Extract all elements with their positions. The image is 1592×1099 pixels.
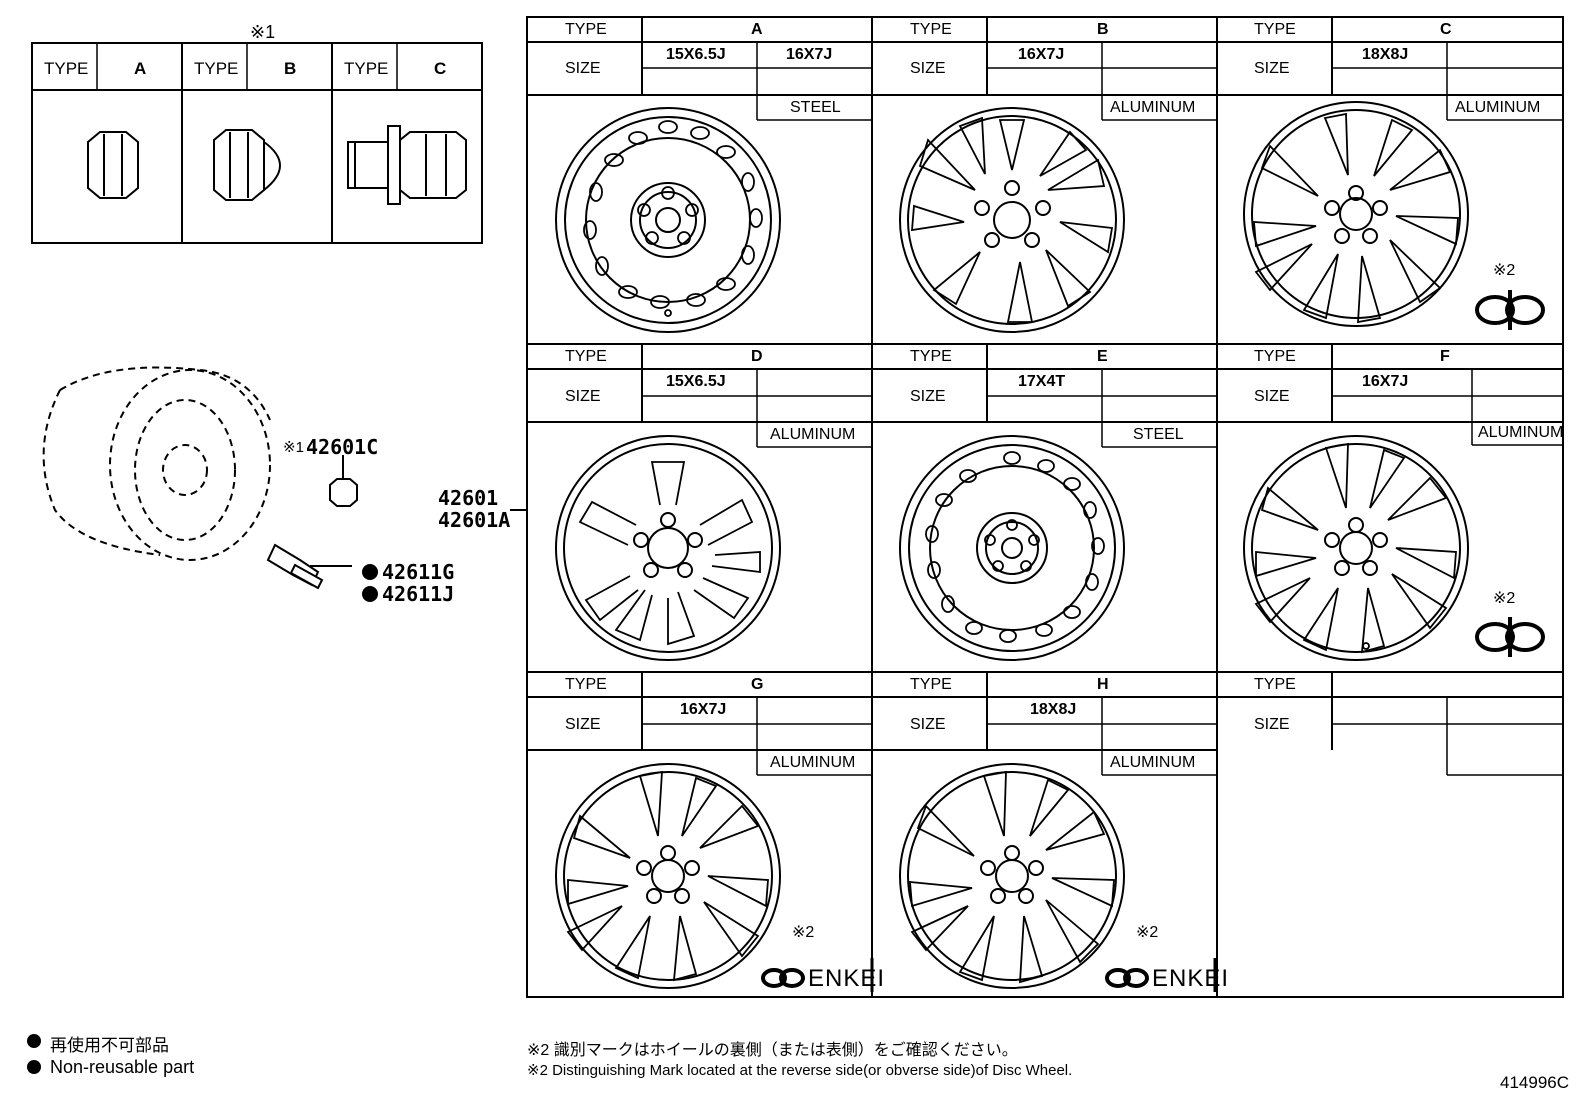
- nut-type-label-c: TYPE: [344, 59, 389, 78]
- wheel-type-label: TYPE: [910, 348, 952, 365]
- nut-type-label-b: TYPE: [194, 59, 239, 78]
- nut-c-icon: [347, 125, 467, 205]
- nut-type-c: C: [434, 59, 447, 78]
- wheel-type-f: F: [1440, 348, 1450, 365]
- part-number-valve-2: 42611J: [382, 582, 455, 606]
- wheel-size-label: SIZE: [1254, 388, 1290, 405]
- valve-icon: [266, 543, 352, 590]
- wheel-assembly-icon: [42, 366, 271, 561]
- wheel-b-material: ALUMINUM: [1110, 99, 1196, 116]
- nut-table-note-mark: ※1: [250, 22, 276, 42]
- part-number-wheel-1: 42601: [438, 486, 499, 510]
- wheel-type-g: G: [751, 676, 764, 693]
- wheel-a-material: STEEL: [790, 99, 841, 116]
- wheel-h-icon: [899, 763, 1125, 989]
- distinguishing-mark-icon: [1475, 617, 1545, 657]
- wheel-type-h: H: [1097, 676, 1109, 693]
- bullet-icon: [362, 564, 378, 580]
- wheel-g-brand: ENKEI: [808, 965, 886, 992]
- wheel-e-icon: [899, 435, 1125, 661]
- wheel-c-icon: [1243, 101, 1469, 327]
- nut-note-mark: ※1: [283, 439, 304, 456]
- wheel-size-label: SIZE: [910, 716, 946, 733]
- wheel-type-label: TYPE: [1254, 676, 1296, 693]
- wheel-h-material: ALUMINUM: [1110, 754, 1196, 771]
- wheel-type-label: TYPE: [1254, 21, 1296, 38]
- wheel-h-brand: ENKEI: [1152, 965, 1230, 992]
- legend-jp: 再使用不可部品: [50, 1036, 169, 1055]
- wheel-type-label: TYPE: [565, 348, 607, 365]
- wheel-c-size-1: 18X8J: [1362, 46, 1409, 63]
- legend-bullet-icon: [27, 1060, 41, 1074]
- part-number-valve-1: 42611G: [382, 560, 455, 584]
- wheel-d-icon: [555, 435, 781, 661]
- part-number-nut: 42601C: [306, 435, 379, 459]
- wheel-size-label: SIZE: [910, 60, 946, 77]
- footnote-jp: ※2 識別マークはホイールの裏側（または表側）をご確認ください。: [527, 1042, 1018, 1059]
- wheel-type-a: A: [751, 21, 763, 38]
- wheel-size-label: SIZE: [565, 388, 601, 405]
- wheel-type-label: TYPE: [1254, 348, 1296, 365]
- lug-nut-icon: [329, 455, 358, 507]
- wheel-e-material: STEEL: [1133, 426, 1184, 443]
- nut-type-b: B: [284, 59, 297, 78]
- nut-type-label-a: TYPE: [44, 59, 89, 78]
- legend-en: Non-reusable part: [50, 1057, 195, 1077]
- wheel-size-label: SIZE: [910, 388, 946, 405]
- wheel-size-label: SIZE: [1254, 716, 1290, 733]
- wheel-b-icon: [899, 107, 1125, 333]
- enkei-logo-icon: [1105, 968, 1149, 988]
- wheel-type-d: D: [751, 348, 763, 365]
- wheel-a-size-1: 15X6.5J: [666, 46, 726, 63]
- wheel-f-icon: [1243, 435, 1469, 661]
- wheel-type-label: TYPE: [910, 21, 952, 38]
- wheel-b-size-1: 16X7J: [1018, 46, 1065, 63]
- distinguishing-mark-icon: [1475, 290, 1545, 330]
- nut-a-icon: [87, 131, 139, 199]
- wheel-h-mark: ※2: [1136, 924, 1159, 941]
- wheel-size-label: SIZE: [565, 60, 601, 77]
- wheel-f-material: ALUMINUM: [1478, 424, 1564, 441]
- wheel-type-c: C: [1440, 21, 1452, 38]
- wheel-e-size-1: 17X4T: [1018, 373, 1066, 390]
- wheel-c-material: ALUMINUM: [1455, 99, 1541, 116]
- wheel-type-label: TYPE: [565, 21, 607, 38]
- nut-type-table: [31, 42, 483, 244]
- wheel-g-size-1: 16X7J: [680, 701, 727, 718]
- wheel-a-icon: [555, 107, 781, 333]
- wheel-h-size-1: 18X8J: [1030, 701, 1077, 718]
- footnote-en: ※2 Distinguishing Mark located at the re…: [527, 1062, 1073, 1079]
- wheel-d-size-1: 15X6.5J: [666, 373, 726, 390]
- wheel-c-mark: ※2: [1493, 262, 1516, 279]
- enkei-logo-icon: [761, 968, 805, 988]
- diagram-id: 414996C: [1500, 1073, 1570, 1092]
- wheel-size-label: SIZE: [1254, 60, 1290, 77]
- wheel-type-e: E: [1097, 348, 1108, 365]
- wheel-g-mark: ※2: [792, 924, 815, 941]
- legend-bullet-icon: [27, 1034, 41, 1048]
- wheel-type-label: TYPE: [565, 676, 607, 693]
- part-number-wheel-2: 42601A: [438, 508, 511, 532]
- bullet-icon: [362, 586, 378, 602]
- wheel-type-table: [526, 16, 1564, 998]
- wheel-d-material: ALUMINUM: [770, 426, 856, 443]
- wheel-g-material: ALUMINUM: [770, 754, 856, 771]
- wheel-type-label: TYPE: [910, 676, 952, 693]
- wheel-a-size-2: 16X7J: [786, 46, 833, 63]
- nut-type-a: A: [134, 59, 147, 78]
- wheel-type-b: B: [1097, 21, 1109, 38]
- wheel-g-icon: [555, 763, 781, 989]
- wheel-size-label: SIZE: [565, 716, 601, 733]
- wheel-f-size-1: 16X7J: [1362, 373, 1409, 390]
- nut-b-icon: [213, 129, 281, 201]
- wheel-f-mark: ※2: [1493, 590, 1516, 607]
